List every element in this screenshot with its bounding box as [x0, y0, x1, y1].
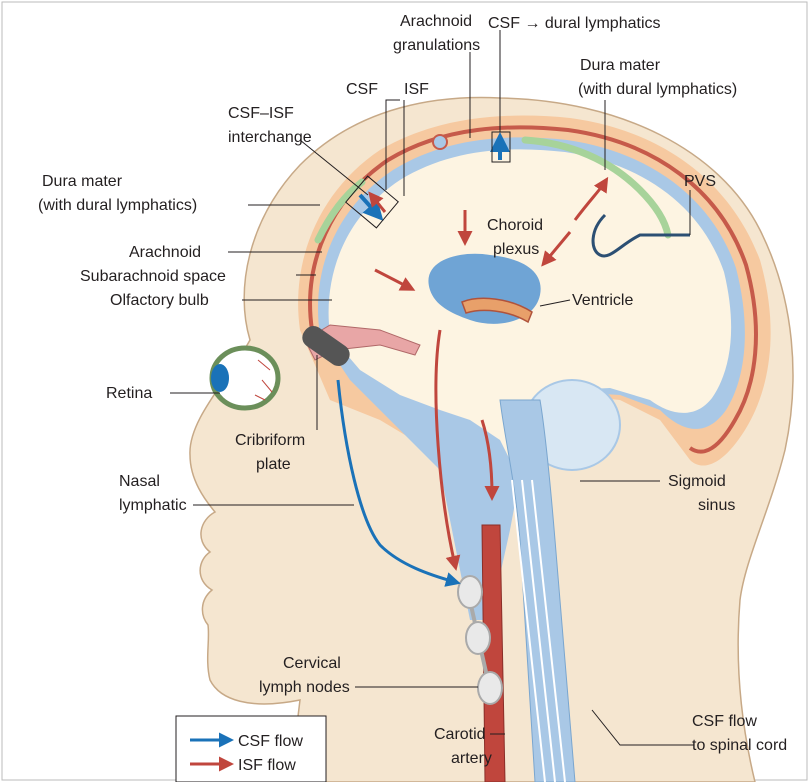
- label-csf-flow-spinal-1: CSF flow: [692, 713, 757, 730]
- label-choroid-plexus-2: plexus: [493, 241, 539, 258]
- label-cribriform-plate-2: plate: [256, 456, 291, 473]
- label-dura-top-right-1: Dura mater: [580, 57, 661, 74]
- arachnoid-granulation: [433, 135, 447, 149]
- legend: CSF flow ISF flow: [176, 716, 326, 782]
- legend-isf-label: ISF flow: [238, 757, 296, 774]
- legend-csf-label: CSF flow: [238, 733, 303, 750]
- label-ventricle: Ventricle: [572, 292, 633, 309]
- label-retina: Retina: [106, 385, 152, 402]
- label-cervical-lymph-nodes-2: lymph nodes: [259, 679, 350, 696]
- label-arachnoid-granulations-2: granulations: [393, 37, 480, 54]
- label-csf-dural-lymphatics: CSF → dural lymphatics: [488, 15, 661, 32]
- eye: [211, 348, 278, 408]
- label-dura-top-right-2: (with dural lymphatics): [578, 81, 737, 98]
- label-carotid-artery-1: Carotid: [434, 726, 486, 743]
- label-cribriform-plate-1: Cribriform: [235, 432, 305, 449]
- label-arachnoid: Arachnoid: [129, 244, 201, 261]
- label-pvs: PVS: [684, 173, 716, 190]
- label-nasal-lymphatic-2: lymphatic: [119, 497, 187, 514]
- label-sigmoid-sinus-1: Sigmoid: [668, 473, 726, 490]
- label-csf-flow-spinal-2: to spinal cord: [692, 737, 787, 754]
- label-carotid-artery-2: artery: [451, 750, 492, 767]
- label-isf-top: ISF: [404, 81, 429, 98]
- label-dura-left-1: Dura mater: [42, 173, 123, 190]
- label-csf-isf-interchange-2: interchange: [228, 129, 312, 146]
- label-cervical-lymph-nodes-1: Cervical: [283, 655, 341, 672]
- label-choroid-plexus-1: Choroid: [487, 217, 543, 234]
- label-dura-left-2: (with dural lymphatics): [38, 197, 197, 214]
- label-arachnoid-granulations-1: Arachnoid: [400, 13, 472, 30]
- label-subarachnoid-space: Subarachnoid space: [80, 268, 226, 285]
- label-csf-top: CSF: [346, 81, 378, 98]
- label-csf-isf-interchange-1: CSF–ISF: [228, 105, 294, 122]
- label-nasal-lymphatic-1: Nasal: [119, 473, 160, 490]
- label-sigmoid-sinus-2: sinus: [698, 497, 735, 514]
- label-olfactory-bulb: Olfactory bulb: [110, 292, 209, 309]
